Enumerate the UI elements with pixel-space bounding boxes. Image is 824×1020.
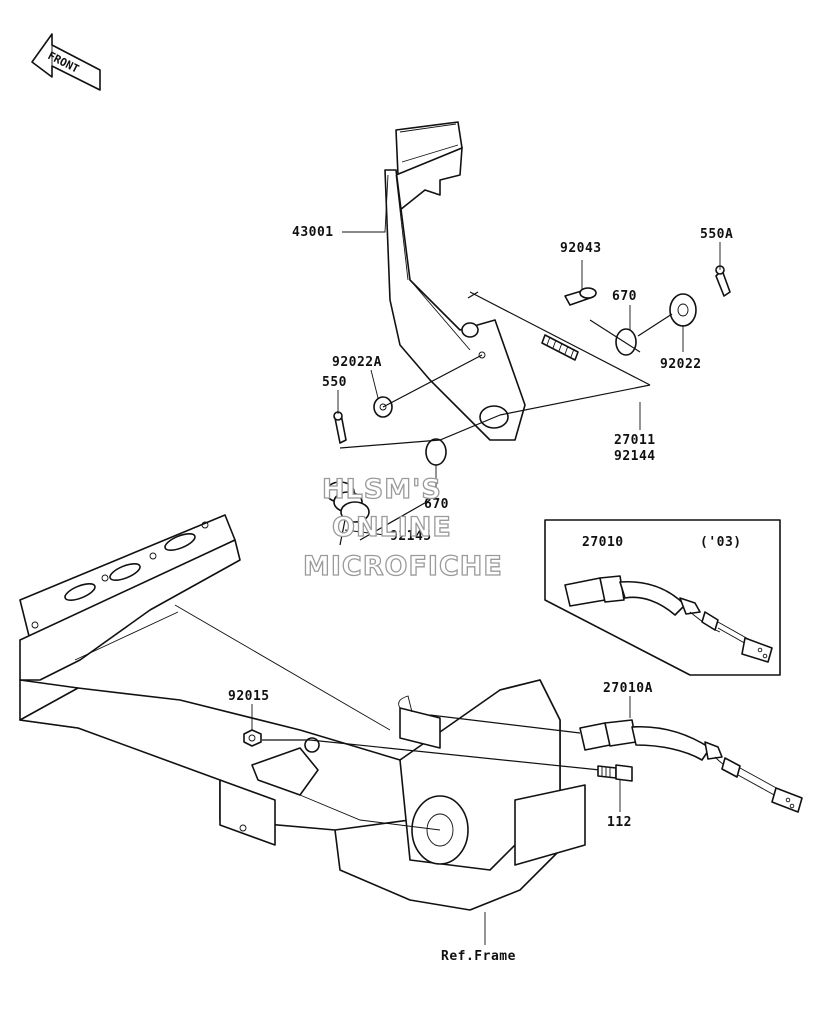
pin-92043 xyxy=(564,287,597,306)
label-43001: 43001 xyxy=(292,225,334,240)
label-ref-frame: Ref.Frame xyxy=(441,949,516,964)
label-92022: 92022 xyxy=(660,357,702,372)
label-03: ('03) xyxy=(700,535,742,550)
label-27010: 27010 xyxy=(582,535,624,550)
cotter-pin-550 xyxy=(333,411,347,444)
label-92015: 92015 xyxy=(228,689,270,704)
watermark-line-3: MICROFICHE xyxy=(303,551,503,582)
inset-box-27010 xyxy=(544,519,781,676)
label-550a: 550A xyxy=(700,227,733,242)
label-670-lower: 670 xyxy=(424,497,449,512)
label-670-upper: 670 xyxy=(612,289,637,304)
frame-structure xyxy=(19,514,586,911)
watermark-line-2: ONLINE xyxy=(332,512,452,543)
front-arrow-icon: FRONT xyxy=(31,33,101,91)
washer-92022 xyxy=(669,293,697,327)
leader-lines xyxy=(251,174,721,945)
spring-92145 xyxy=(325,481,370,546)
label-92144: 92144 xyxy=(614,449,656,464)
nut-92015 xyxy=(243,729,262,747)
o-ring-670-upper xyxy=(615,328,637,356)
switch-27010a xyxy=(579,719,803,813)
label-92022a: 92022A xyxy=(332,355,382,370)
label-27010a: 27010A xyxy=(603,681,653,696)
label-92043: 92043 xyxy=(560,241,602,256)
label-27011: 27011 xyxy=(614,433,656,448)
bolt-112 xyxy=(597,764,633,782)
shaft-92144 xyxy=(467,291,651,416)
watermark: HLSM'S ONLINE MICROFICHE xyxy=(302,473,503,582)
o-ring-670-lower xyxy=(425,438,447,466)
label-92145: 92145 xyxy=(390,529,432,544)
label-112: 112 xyxy=(607,815,632,830)
spring-27011 xyxy=(541,334,579,361)
watermark-line-1: HLSM'S xyxy=(322,474,442,505)
cotter-pin-550a xyxy=(715,265,731,297)
brake-pedal xyxy=(384,121,526,441)
label-550: 550 xyxy=(322,375,347,390)
